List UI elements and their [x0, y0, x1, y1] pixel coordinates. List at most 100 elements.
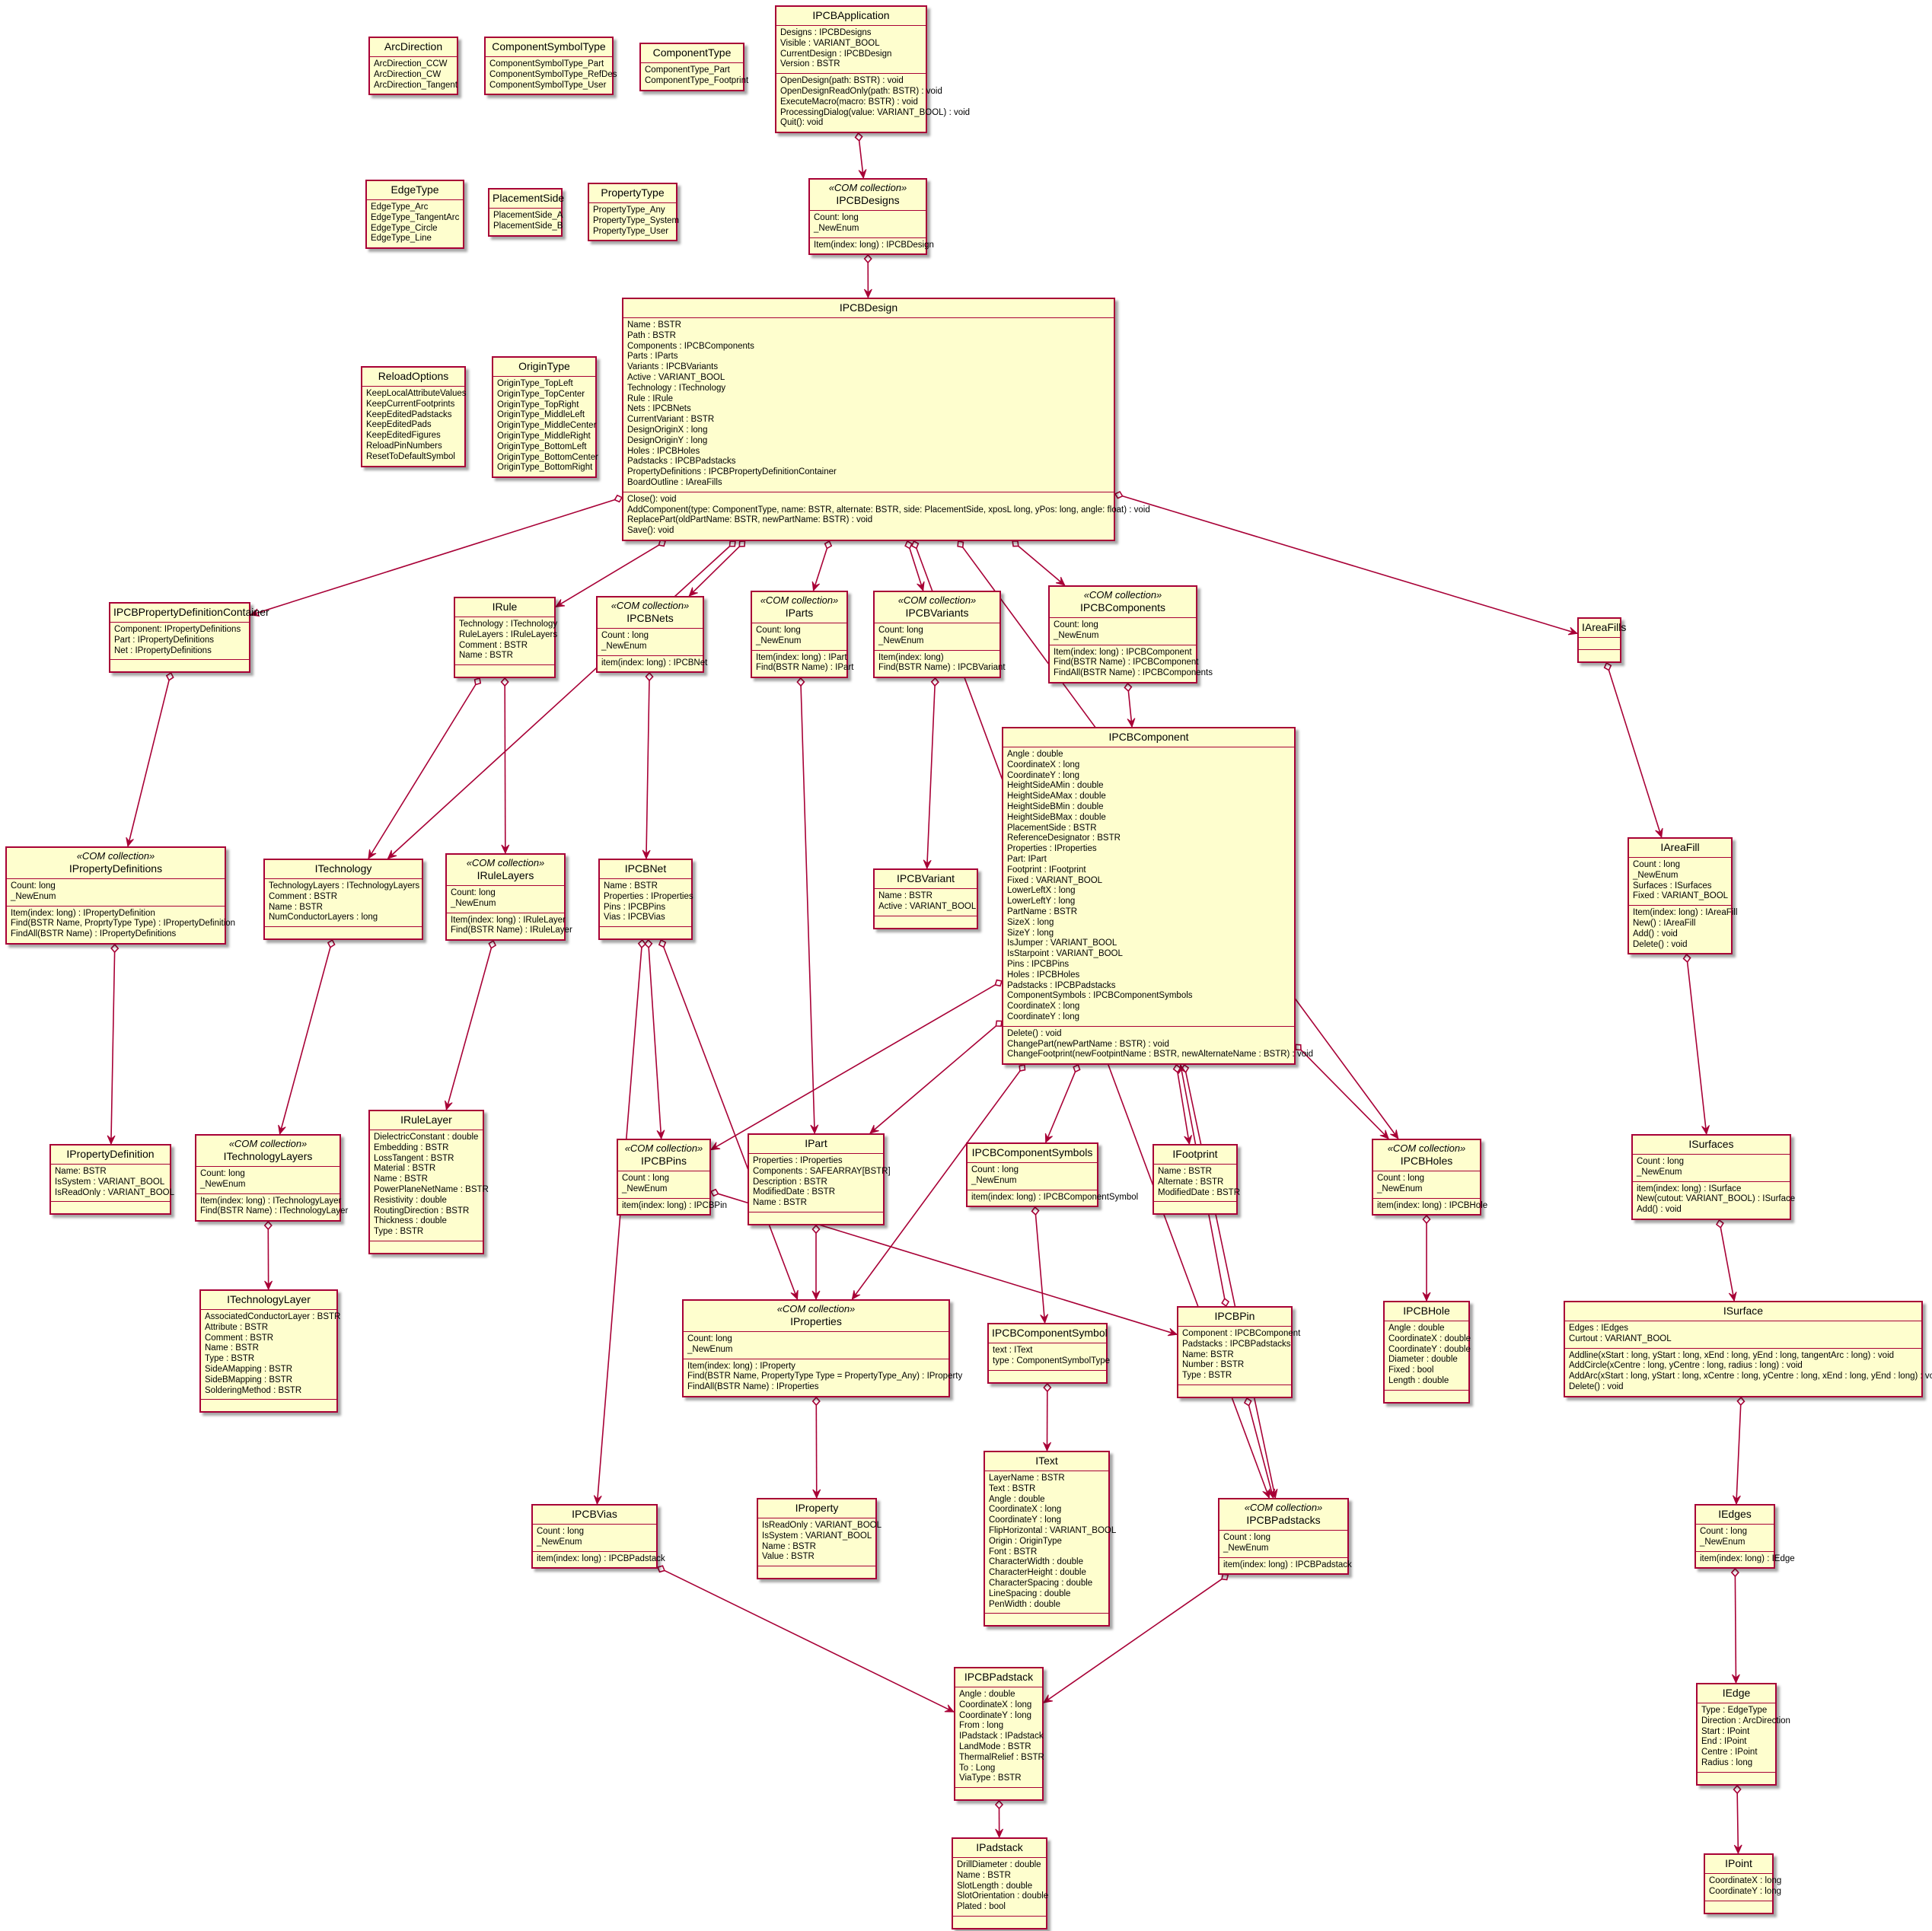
attribute: Edges : IEdges	[1569, 1324, 1628, 1333]
arrow-head	[995, 1828, 1004, 1839]
attribute: Fixed : VARIANT_BOOL	[1633, 891, 1729, 901]
relation-line	[1045, 1071, 1076, 1143]
attribute: Description : BSTR	[753, 1177, 827, 1187]
relation-ipcbvariants-to-ipcbvariant	[923, 677, 939, 870]
aggregation-diamond	[904, 540, 913, 550]
relation-line	[1300, 1049, 1389, 1139]
arrow-head	[1044, 1133, 1053, 1144]
arrow-head	[1733, 1844, 1742, 1855]
relation-irule-to-itechnology	[368, 677, 482, 860]
enum-value: KeepEditedFigures	[366, 431, 441, 441]
stereotype-label: «COM collection»	[828, 182, 907, 193]
attribute-section: Count: long_NewEnum	[1050, 617, 1196, 645]
attribute: _NewEnum	[601, 641, 647, 651]
attribute: Path : BSTR	[627, 330, 676, 340]
attribute: Fixed : VARIANT_BOOL	[1007, 875, 1103, 885]
aggregation-diamond	[1221, 1297, 1230, 1308]
operation: item(index: long) : IPCBPadstack	[1223, 1560, 1352, 1569]
operation: Item(index: long)	[878, 652, 944, 662]
class-header: IPCBPropertyDefinitionContainer	[110, 604, 269, 622]
attribute: CoordinateY : long	[1007, 1012, 1080, 1021]
attribute: Visible : VARIANT_BOOL	[780, 38, 880, 48]
operation: Add() : void	[1637, 1205, 1682, 1215]
class-header: ITechnology	[265, 860, 422, 878]
operation: AddCircle(xCentre : long, yCentre : long…	[1569, 1361, 1803, 1371]
relation-ipcbholes-to-ipcbhole	[1422, 1214, 1431, 1302]
attribute: SideAMapping : BSTR	[205, 1364, 293, 1374]
attribute: _NewEnum	[878, 636, 924, 645]
attribute: IPadstack : IPadstack	[959, 1732, 1044, 1741]
aggregation-diamond	[1031, 1206, 1040, 1216]
arrow-head	[1127, 718, 1136, 728]
class-header: IPCBNet	[600, 860, 691, 878]
aggregation-diamond	[824, 540, 833, 550]
relation-line	[1720, 1227, 1735, 1302]
arrow-head	[1379, 1130, 1389, 1139]
operation-section	[955, 1787, 1042, 1799]
attribute: Type : EdgeType	[1701, 1706, 1768, 1715]
arrow-head	[1043, 1694, 1054, 1703]
relation-line	[663, 947, 799, 1300]
attribute: PartName : BSTR	[1007, 907, 1078, 916]
relation-ipcbnets-to-ipcbnet	[642, 671, 654, 860]
operation: FindAll(BSTR Name) : IPropertyDefinition…	[11, 929, 177, 939]
attribute: Radius : long	[1701, 1757, 1753, 1767]
attribute: LandMode : BSTR	[959, 1741, 1031, 1751]
class-title: IPCBComponentSymbol	[992, 1327, 1108, 1339]
class-title: IFootprint	[1172, 1148, 1218, 1160]
class-title: ISurface	[1723, 1305, 1764, 1317]
enum-value: OriginType_BottomRight	[497, 463, 593, 473]
attribute: Count: long	[687, 1334, 732, 1343]
attribute: CoordinateY : double	[1388, 1344, 1471, 1354]
relation-ipart-to-iproperties	[811, 1224, 821, 1301]
attribute-section: Count: long_NewEnum	[7, 878, 225, 906]
aggregation-diamond	[658, 938, 667, 948]
operation: Find(BSTR Name, PropertyType Type = Prop…	[687, 1372, 963, 1381]
operation-section	[110, 659, 249, 671]
class-header: «COM collection»ITechnologyLayers	[196, 1136, 340, 1166]
class-title: IPCBDesigns	[836, 194, 900, 206]
attribute: HeightSideAMin : double	[1007, 781, 1104, 791]
class-title: IPadstack	[976, 1841, 1023, 1853]
class-header: IPart	[749, 1135, 883, 1153]
enum-value: OriginType_TopLeft	[497, 379, 573, 388]
attribute: Curtout : VARIANT_BOOL	[1569, 1334, 1672, 1343]
attribute: LossTangent : BSTR	[374, 1153, 454, 1163]
attribute: Nets : IPCBNets	[627, 404, 691, 414]
operation: item(index: long) : IEdge	[1700, 1553, 1795, 1563]
class-header: «COM collection»IPCBComponents	[1050, 587, 1196, 617]
operation-section	[749, 1211, 883, 1224]
relation-line	[646, 680, 650, 859]
class-title: IPCBNet	[624, 862, 667, 875]
operation: ExecuteMacro(macro: BSTR) : void	[780, 97, 918, 107]
attribute: Name : BSTR	[604, 881, 658, 891]
operation-section: Addline(xStart : long, yStart : long, xE…	[1565, 1347, 1932, 1396]
aggregation-diamond	[995, 1020, 1003, 1028]
operation: item(index: long) : IPCBComponentSymbol	[971, 1192, 1139, 1202]
class-title: IPropertyDefinitions	[69, 862, 163, 875]
aggregation-diamond	[500, 677, 509, 687]
operation: Find(BSTR Name, ProprtyType Type) : IPro…	[11, 919, 236, 929]
attribute: Material : BSTR	[374, 1164, 436, 1174]
attribute: Length : double	[1388, 1375, 1449, 1385]
attribute: type : ComponentSymbolType	[993, 1356, 1111, 1365]
class-header: IPCBVariant	[875, 870, 977, 888]
class-title: ReloadOptions	[378, 370, 449, 382]
arrow-head	[1184, 1135, 1193, 1146]
enum-value: EdgeType_TangentArc	[371, 212, 460, 222]
operation: Item(index: long) : ITechnologyLayer	[200, 1196, 342, 1206]
enum-value: PropertyType_System	[593, 215, 680, 225]
class-title: IPCBComponents	[1079, 601, 1166, 613]
stereotype-label: «COM collection»	[611, 600, 690, 611]
attribute: Vias : IPCBVias	[604, 913, 665, 922]
attribute: Pins : IPCBPins	[1007, 959, 1070, 969]
arrow-head	[851, 1290, 861, 1300]
arrow-head	[1422, 1292, 1431, 1302]
